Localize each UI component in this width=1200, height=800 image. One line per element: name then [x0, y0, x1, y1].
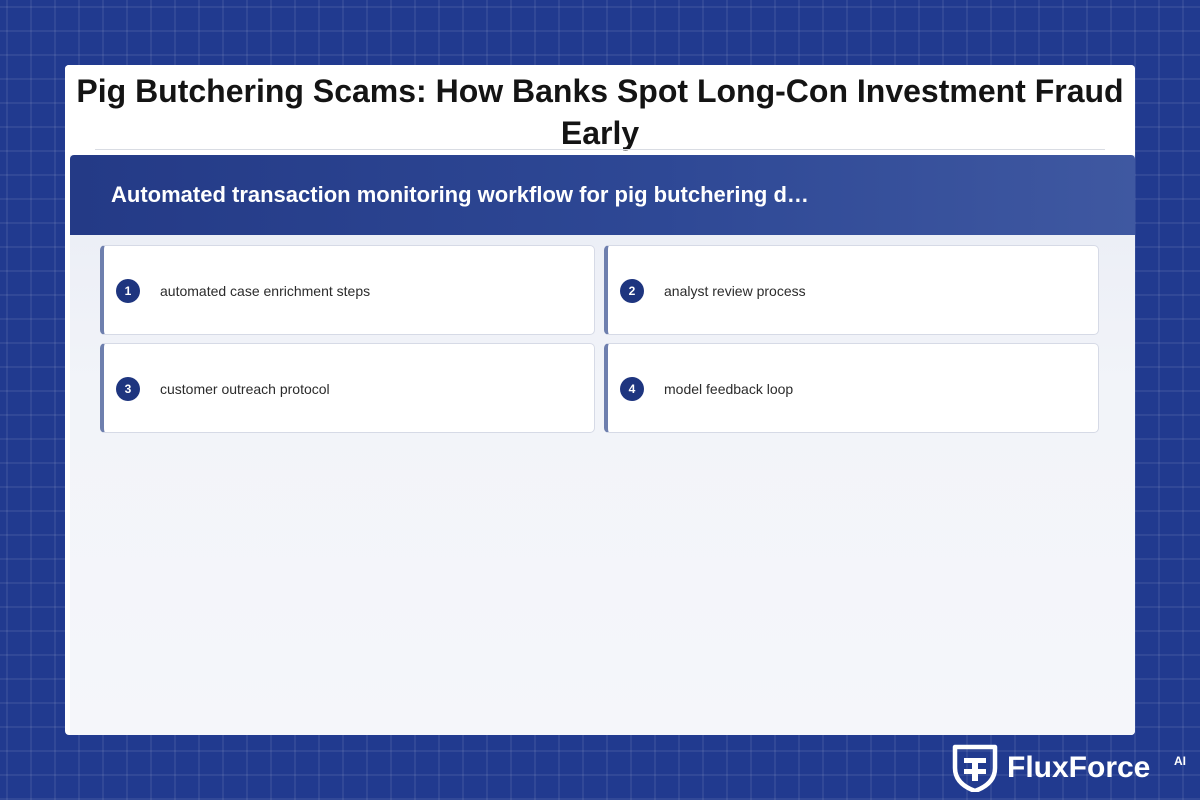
step-card-3: 3 customer outreach protocol	[100, 343, 595, 433]
step-number-badge: 1	[116, 279, 140, 303]
brand-name: FluxForce	[1007, 751, 1151, 784]
page-title: Pig Butchering Scams: How Banks Spot Lon…	[76, 73, 1124, 151]
step-card-4: 4 model feedback loop	[604, 343, 1099, 433]
step-card-2: 2 analyst review process	[604, 245, 1099, 335]
step-number-badge: 2	[620, 279, 644, 303]
step-label: automated case enrichment steps	[160, 283, 371, 299]
step-label: analyst review process	[664, 283, 806, 299]
step-number-badge: 3	[116, 377, 140, 401]
brand-logo: FluxForce AI	[952, 744, 1192, 792]
section-title: Automated transaction monitoring workflo…	[111, 182, 809, 207]
content-card: Pig Butchering Scams: How Banks Spot Lon…	[65, 65, 1135, 735]
shield-icon	[952, 744, 998, 792]
step-label: customer outreach protocol	[160, 381, 330, 397]
step-card-1: 1 automated case enrichment steps	[100, 245, 595, 335]
section-header: Automated transaction monitoring workflo…	[70, 155, 1135, 235]
step-number-badge: 4	[620, 377, 644, 401]
brand-superscript: AI	[1174, 754, 1186, 768]
workflow-panel: Automated transaction monitoring workflo…	[70, 155, 1135, 735]
step-label: model feedback loop	[664, 381, 794, 397]
title-area: Pig Butchering Scams: How Banks Spot Lon…	[65, 65, 1135, 155]
title-divider	[95, 149, 1105, 150]
